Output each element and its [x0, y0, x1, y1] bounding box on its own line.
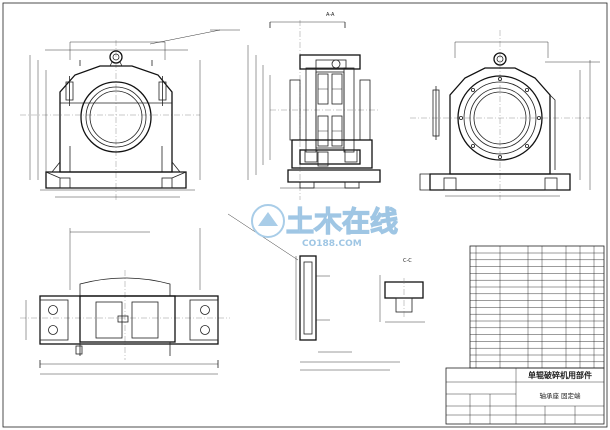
drawing-title: 单辊破碎机用部件: [528, 370, 592, 380]
watermark-logo-icon: [251, 204, 285, 238]
section-aa-view: [247, 20, 381, 200]
watermark-subtext: CO188.COM: [302, 239, 362, 249]
technical-notes: [300, 351, 400, 371]
front-view: [20, 29, 240, 200]
side-view: [410, 30, 600, 200]
section-cc-view: C-C: [379, 258, 425, 323]
title-block: 单辊破碎机用部件 轴承座 固定端: [445, 367, 605, 425]
part-name: 轴承座 固定端: [539, 391, 581, 400]
watermark-text: 土木在线: [286, 205, 398, 238]
watermark: 土木在线 CO188.COM: [251, 204, 399, 249]
section-aa-label: A-A: [326, 12, 335, 18]
plan-view: [20, 228, 230, 375]
b-direction-view: [227, 213, 330, 341]
parts-list: [469, 245, 605, 369]
section-cc-label: C-C: [403, 258, 412, 264]
